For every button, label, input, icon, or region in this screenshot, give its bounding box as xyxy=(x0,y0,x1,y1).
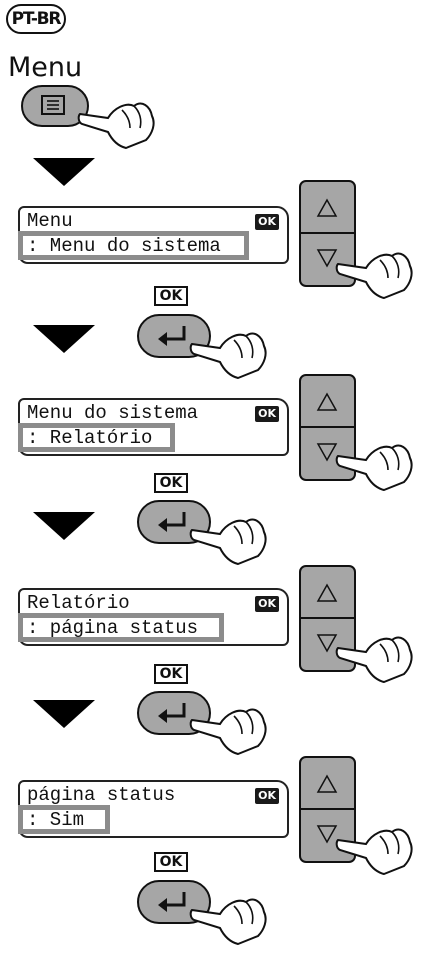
lcd-display: Menu do sistema OK : Relatório xyxy=(18,398,289,456)
up-triangle-icon xyxy=(316,198,338,217)
down-triangle-icon xyxy=(316,825,338,844)
ok-badge: OK xyxy=(255,406,279,422)
page-title: Menu xyxy=(8,52,83,83)
lcd-display: Relatório OK : página status xyxy=(18,588,289,646)
up-triangle-icon xyxy=(316,392,338,411)
arrow-down-icon xyxy=(33,512,95,540)
ok-badge: OK xyxy=(255,214,279,230)
language-badge: PT-BR xyxy=(6,4,66,34)
lcd-line-1: Relatório xyxy=(27,592,130,614)
pointing-hand-icon xyxy=(189,708,267,756)
ok-key-label: OK xyxy=(154,852,188,872)
ok-badge: OK xyxy=(255,596,279,612)
lcd-line-2-selected: : Relatório xyxy=(18,423,175,452)
arrow-down-icon xyxy=(33,700,95,728)
pointing-hand-icon xyxy=(335,444,413,492)
lcd-line-2-selected: : página status xyxy=(18,613,224,642)
arrow-down-icon xyxy=(33,158,95,186)
pointing-hand-icon xyxy=(189,898,267,946)
up-triangle-icon xyxy=(316,774,338,793)
pointing-hand-icon xyxy=(335,636,413,684)
pointing-hand-icon xyxy=(189,518,267,566)
down-triangle-icon xyxy=(316,249,338,268)
ok-key-label: OK xyxy=(154,664,188,684)
ok-key-label: OK xyxy=(154,286,188,306)
lcd-line-2-selected: : Sim xyxy=(18,805,110,834)
lcd-line-1: página status xyxy=(27,784,176,806)
arrow-down-icon xyxy=(33,325,95,353)
pointing-hand-icon xyxy=(335,252,413,300)
ok-badge: OK xyxy=(255,788,279,804)
down-triangle-icon xyxy=(316,443,338,462)
up-down-keypad[interactable] xyxy=(299,756,357,866)
up-down-keypad[interactable] xyxy=(299,374,357,484)
lcd-display: página status OK : Sim xyxy=(18,780,289,838)
lcd-display: Menu OK : Menu do sistema xyxy=(18,206,289,264)
pointing-hand-icon xyxy=(189,332,267,380)
lcd-line-1: Menu xyxy=(27,210,73,232)
up-triangle-icon xyxy=(316,583,338,602)
pointing-hand-icon xyxy=(335,828,413,876)
up-down-keypad[interactable] xyxy=(299,565,357,675)
down-triangle-icon xyxy=(316,634,338,653)
up-down-keypad[interactable] xyxy=(299,180,357,290)
lcd-line-1: Menu do sistema xyxy=(27,402,199,424)
lcd-line-2-selected: : Menu do sistema xyxy=(18,231,249,260)
menu-key-icon[interactable] xyxy=(20,84,100,134)
pointing-hand-icon xyxy=(77,102,155,150)
ok-key-label: OK xyxy=(154,473,188,493)
